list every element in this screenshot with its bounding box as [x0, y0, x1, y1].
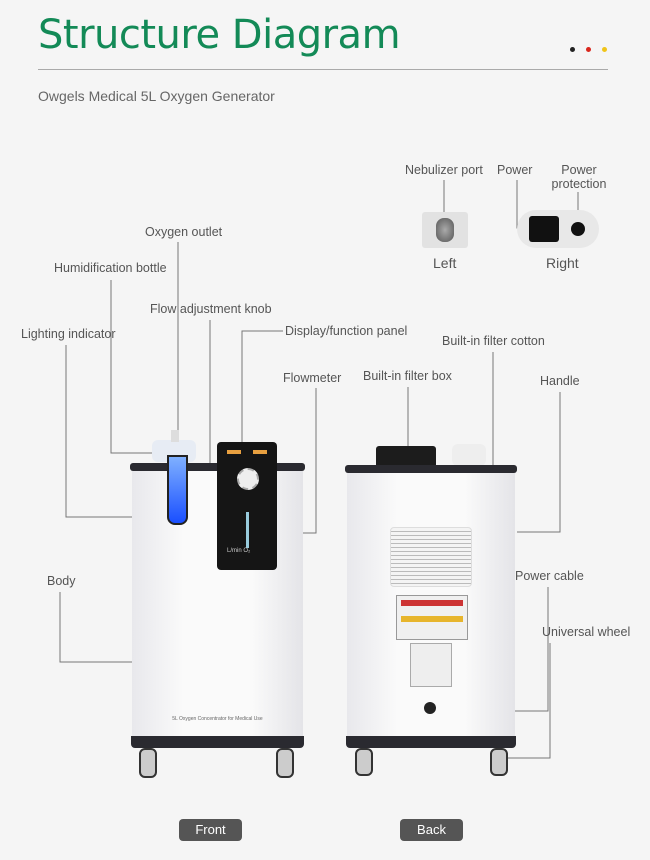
front-button[interactable]: Front — [179, 819, 242, 841]
subtitle: Owgels Medical 5L Oxygen Generator — [38, 88, 275, 104]
label-flow-knob: Flow adjustment knob — [150, 302, 272, 316]
display-function-panel: L/min O₂ — [217, 442, 277, 570]
label-filter-cotton: Built-in filter cotton — [442, 334, 545, 348]
device-text: 5L Oxygen Concentrator for Medical Use — [172, 716, 263, 722]
label-flowmeter: Flowmeter — [283, 371, 342, 385]
label-nebulizer-port: Nebulizer port — [405, 163, 483, 177]
dot-yellow — [602, 47, 607, 52]
label-filter-box: Built-in filter box — [363, 369, 452, 383]
flow-unit: L/min O₂ — [227, 548, 251, 554]
power-switch-image — [517, 210, 599, 248]
label-display-panel: Display/function panel — [285, 324, 408, 338]
label-power-cable: Power cable — [515, 569, 584, 583]
label-right: Right — [546, 255, 579, 271]
label-universal-wheel: Universal wheel — [542, 625, 631, 639]
label-left: Left — [433, 255, 457, 271]
label-lighting-indicator: Lighting indicator — [21, 327, 116, 341]
dot-red — [586, 47, 591, 52]
flow-knob[interactable] — [237, 468, 259, 490]
divider — [38, 69, 608, 70]
label-body: Body — [47, 574, 76, 588]
label-oxygen-outlet: Oxygen outlet — [145, 225, 223, 239]
label-handle: Handle — [540, 374, 580, 388]
dot-black — [570, 47, 575, 52]
label-power: Power — [497, 163, 533, 177]
label-power-protection: Power protection — [551, 163, 607, 191]
page-title: Structure Diagram — [38, 12, 401, 58]
nebulizer-port-image — [422, 212, 468, 248]
back-button[interactable]: Back — [400, 819, 463, 841]
label-humidification-bottle: Humidification bottle — [54, 261, 167, 275]
